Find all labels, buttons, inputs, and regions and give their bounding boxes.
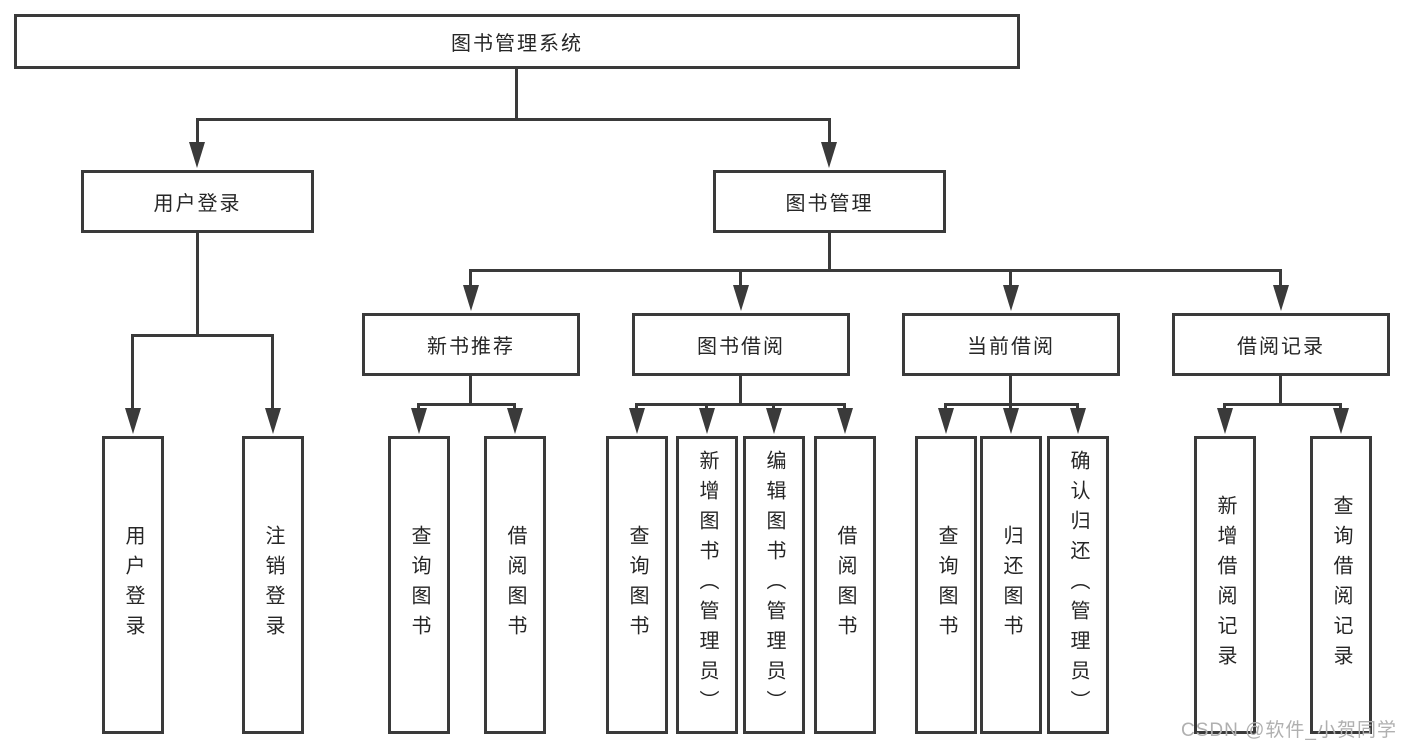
arrow-down-icon (1003, 408, 1019, 434)
connector-line (196, 118, 199, 142)
node-new-book-recommend: 新书推荐 (362, 313, 580, 376)
connector-line (944, 403, 947, 408)
leaf-return-book: 归还图书 (980, 436, 1042, 734)
connector-line (515, 69, 518, 118)
leaf-query-books-current: 查询图书 (915, 436, 977, 734)
arrow-down-icon (629, 408, 645, 434)
connector-line (828, 233, 831, 269)
leaf-confirm-return-admin: 确认归还（管理员） (1047, 436, 1109, 734)
connector-line (513, 403, 516, 408)
watermark: CSDN @软件_小贺同学 (1181, 720, 1397, 741)
connector-line (1076, 403, 1079, 408)
connector-line (772, 403, 775, 408)
connector-line (469, 376, 472, 403)
arrow-down-icon (411, 408, 427, 434)
leaf-edit-book-admin: 编辑图书（管理员） (743, 436, 805, 734)
connector-line (131, 334, 134, 408)
connector-line (1223, 403, 1226, 408)
node-root: 图书管理系统 (14, 14, 1020, 69)
connector-line (469, 269, 1282, 272)
connector-line (1279, 376, 1282, 403)
arrow-down-icon (463, 285, 479, 311)
arrow-down-icon (125, 408, 141, 434)
connector-line (828, 118, 831, 142)
leaf-borrow-books: 借阅图书 (814, 436, 876, 734)
arrow-down-icon (507, 408, 523, 434)
arrow-down-icon (1333, 408, 1349, 434)
arrow-down-icon (699, 408, 715, 434)
arrow-down-icon (821, 142, 837, 168)
leaf-add-borrow-record: 新增借阅记录 (1194, 436, 1256, 734)
connector-line (1009, 403, 1012, 408)
connector-line (1339, 403, 1342, 408)
arrow-down-icon (733, 285, 749, 311)
connector-line (131, 334, 274, 337)
leaf-logout: 注销登录 (242, 436, 304, 734)
arrow-down-icon (1273, 285, 1289, 311)
connector-line (1009, 376, 1012, 403)
node-user-login: 用户登录 (81, 170, 314, 233)
arrow-down-icon (1217, 408, 1233, 434)
node-book-borrow: 图书借阅 (632, 313, 850, 376)
connector-line (1009, 269, 1012, 285)
arrow-down-icon (837, 408, 853, 434)
connector-line (271, 334, 274, 408)
node-borrow-records: 借阅记录 (1172, 313, 1390, 376)
arrow-down-icon (938, 408, 954, 434)
connector-line (417, 403, 420, 408)
connector-line (417, 403, 516, 406)
connector-line (469, 269, 472, 285)
leaf-borrow-books-recommend: 借阅图书 (484, 436, 546, 734)
leaf-query-books-recommend: 查询图书 (388, 436, 450, 734)
connector-line (705, 403, 708, 408)
connector-line (196, 233, 199, 334)
leaf-user-login: 用户登录 (102, 436, 164, 734)
arrow-down-icon (1003, 285, 1019, 311)
connector-line (739, 376, 742, 403)
arrow-down-icon (766, 408, 782, 434)
connector-line (1279, 269, 1282, 285)
leaf-query-borrow-record: 查询借阅记录 (1310, 436, 1372, 734)
leaf-query-books-borrow: 查询图书 (606, 436, 668, 734)
connector-line (196, 118, 831, 121)
arrow-down-icon (265, 408, 281, 434)
connector-line (635, 403, 846, 406)
arrow-down-icon (189, 142, 205, 168)
connector-line (1223, 403, 1342, 406)
connector-line (843, 403, 846, 408)
node-current-borrow: 当前借阅 (902, 313, 1120, 376)
leaf-add-book-admin: 新增图书（管理员） (676, 436, 738, 734)
arrow-down-icon (1070, 408, 1086, 434)
node-book-management: 图书管理 (713, 170, 946, 233)
connector-line (739, 269, 742, 285)
connector-line (635, 403, 638, 408)
